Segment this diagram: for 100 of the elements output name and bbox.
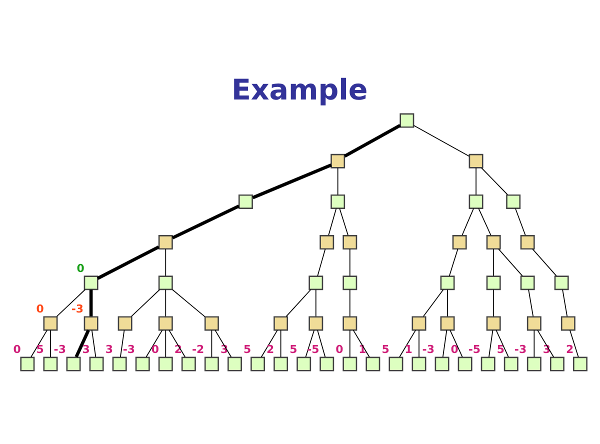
connector xyxy=(447,289,448,317)
node-box xyxy=(388,356,404,372)
node-box xyxy=(158,316,173,331)
node-label: 0 xyxy=(76,262,84,275)
node-box xyxy=(204,356,219,372)
node-box xyxy=(504,356,518,372)
node-box xyxy=(84,316,98,331)
node-box xyxy=(452,235,467,250)
connector xyxy=(120,330,125,358)
connector xyxy=(413,125,470,157)
node-label: 2 xyxy=(566,343,574,356)
connector xyxy=(286,289,312,317)
node-box xyxy=(308,276,324,290)
node-box xyxy=(342,316,358,331)
connector xyxy=(570,330,579,358)
node-box xyxy=(480,356,496,372)
node-box xyxy=(458,356,472,372)
connector xyxy=(349,330,350,358)
connector xyxy=(498,248,523,276)
node-box xyxy=(308,316,324,331)
node-label: 5 xyxy=(36,343,44,356)
connector xyxy=(418,330,420,358)
node-box xyxy=(320,356,334,372)
node-box xyxy=(526,356,542,372)
connector xyxy=(328,208,337,236)
connector xyxy=(146,330,163,358)
node-label: 5 xyxy=(244,343,252,356)
node-box xyxy=(400,113,414,128)
node-label: -5 xyxy=(307,343,320,356)
node-label: 0 xyxy=(151,343,160,356)
connector xyxy=(349,289,350,317)
connector xyxy=(252,163,332,200)
node-box xyxy=(66,356,81,372)
connector xyxy=(211,330,212,358)
connector xyxy=(481,167,508,196)
node-box xyxy=(526,316,542,331)
connector xyxy=(532,248,557,276)
node-label: 5 xyxy=(496,343,504,356)
node-box xyxy=(342,276,358,290)
node-box xyxy=(204,316,219,331)
node-box xyxy=(84,276,98,290)
connector xyxy=(165,330,166,358)
node-box xyxy=(468,154,484,168)
connector xyxy=(352,330,370,358)
node-box xyxy=(238,194,253,209)
node-box xyxy=(250,356,266,372)
connector xyxy=(562,289,568,317)
node-label: 2 xyxy=(266,343,274,356)
connector xyxy=(399,330,416,358)
connector xyxy=(488,330,494,358)
connector xyxy=(337,167,338,196)
connector xyxy=(349,248,350,276)
node-box xyxy=(560,316,576,331)
node-label: -3 xyxy=(54,343,66,356)
connector xyxy=(305,330,315,358)
node-label: -3 xyxy=(422,343,434,356)
node-box xyxy=(520,235,535,250)
node-label: 3 xyxy=(82,343,90,356)
diagram-title: Example xyxy=(231,73,368,106)
node-box xyxy=(89,356,104,372)
node-box xyxy=(43,316,58,331)
connector xyxy=(96,245,160,280)
node-box xyxy=(135,356,150,372)
node-box xyxy=(506,194,521,209)
node-box xyxy=(320,235,334,250)
connector xyxy=(422,289,444,317)
connector xyxy=(172,289,206,318)
connector xyxy=(165,248,166,276)
connector xyxy=(515,208,526,236)
node-box xyxy=(158,235,173,250)
node-box xyxy=(43,356,58,372)
node-label: -5 xyxy=(468,343,481,356)
node-box xyxy=(342,235,358,250)
connector xyxy=(493,289,494,317)
connector xyxy=(450,330,463,358)
node-box xyxy=(274,356,288,372)
connector xyxy=(89,290,93,316)
connector xyxy=(56,289,86,317)
connector xyxy=(493,248,494,276)
node-box xyxy=(440,316,455,331)
connector xyxy=(91,330,96,358)
node-box xyxy=(330,194,346,209)
node-box xyxy=(342,356,358,372)
node-box xyxy=(486,316,501,331)
connector xyxy=(50,330,51,358)
connector xyxy=(315,289,316,317)
node-box xyxy=(158,356,173,372)
node-box xyxy=(434,356,450,372)
connector xyxy=(448,248,458,276)
connector xyxy=(172,204,240,240)
node-label: -3 xyxy=(71,302,84,316)
connector xyxy=(30,330,48,358)
connector xyxy=(339,208,348,236)
node-label: 3 xyxy=(105,343,113,356)
node-box xyxy=(468,194,484,209)
connector xyxy=(317,330,326,358)
node-box xyxy=(440,276,455,290)
node-box xyxy=(486,235,501,250)
node-label: 0 xyxy=(36,302,44,316)
node-box xyxy=(296,356,312,372)
